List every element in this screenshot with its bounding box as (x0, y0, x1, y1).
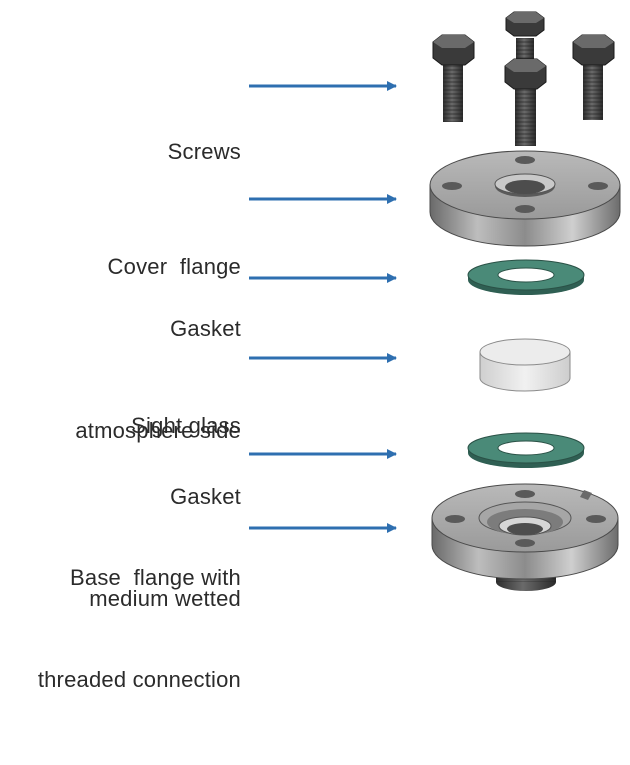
label-cover-flange: Cover flange (107, 254, 241, 279)
sight-glass-part (479, 338, 571, 392)
label-sight-glass: Sight glass (131, 413, 241, 438)
gasket-medium-part (467, 432, 585, 468)
label-gasket-atmosphere-side: Gasket atmosphere side (75, 316, 241, 443)
diagram-drawing (249, 11, 621, 591)
cover-flange-part (429, 150, 621, 247)
label-screws: Screws (167, 139, 241, 164)
screw-right (572, 34, 615, 120)
gasket-atmosphere-part (467, 259, 585, 295)
screws-part (432, 11, 615, 146)
label-gasket-medium-wetted: Gasket medium wetted (89, 484, 241, 611)
screw-left (432, 34, 475, 122)
screw-front (504, 58, 547, 146)
exploded-view-diagram: Screws Cover flange Gasket atmosphere si… (38, 11, 621, 692)
base-flange-part (431, 483, 619, 591)
arrows (249, 81, 397, 533)
